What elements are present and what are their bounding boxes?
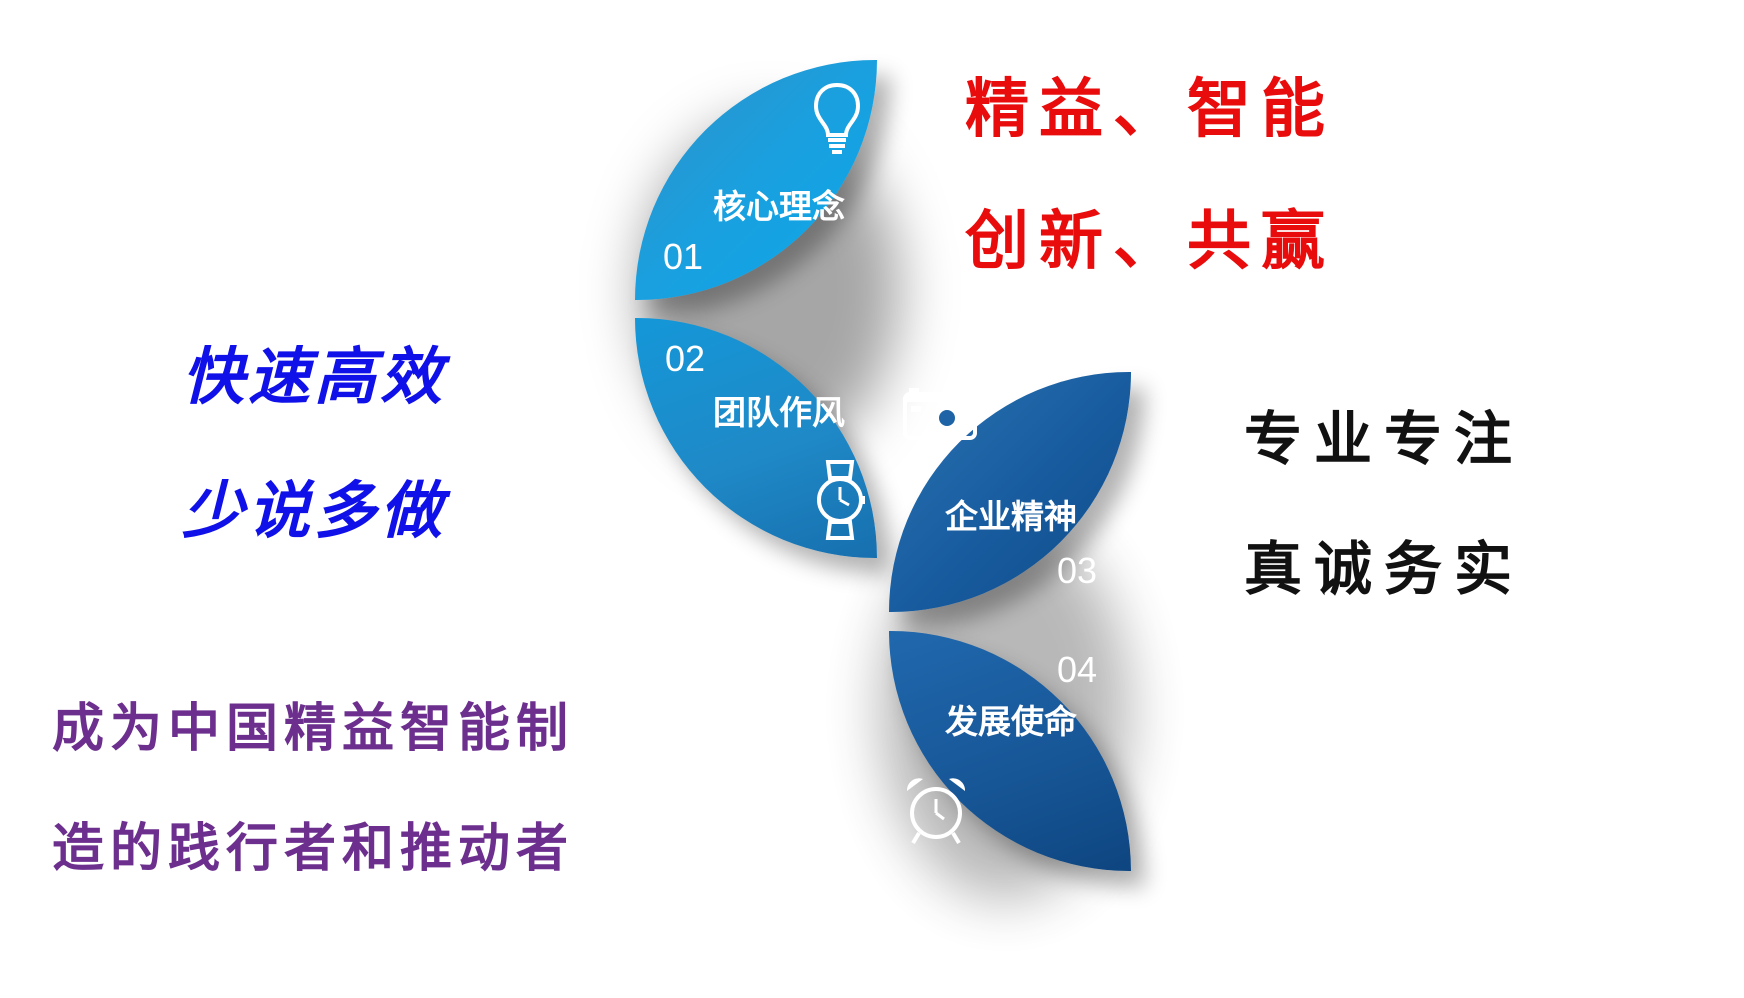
watch-icon bbox=[813, 458, 867, 546]
enterprise-spirit-card: 企业精神 03 bbox=[889, 372, 1131, 612]
development-mission-slogan-line2: 造的践行者和推动者 bbox=[52, 818, 575, 879]
team-style-title: 团队作风 bbox=[713, 393, 845, 432]
core-philosophy-title: 核心理念 bbox=[713, 187, 845, 226]
enterprise-spirit-title: 企业精神 bbox=[945, 497, 1077, 536]
development-mission-title: 发展使命 bbox=[945, 702, 1077, 741]
enterprise-spirit-slogan-line1: 专业专注 bbox=[1244, 405, 1525, 473]
enterprise-spirit-slogan-line2: 真诚务实 bbox=[1244, 535, 1525, 603]
development-mission-slogan-line1: 成为中国精益智能制 bbox=[52, 698, 575, 759]
development-mission-number: 04 bbox=[1057, 649, 1098, 690]
core-philosophy-number: 01 bbox=[663, 236, 704, 277]
core-philosophy-slogan-line2: 创新、共赢 bbox=[965, 204, 1335, 279]
team-style-slogan-line1: 快速高效 bbox=[182, 340, 447, 413]
development-mission-card: 04 发展使命 bbox=[889, 631, 1131, 871]
enterprise-spirit-number: 03 bbox=[1057, 550, 1098, 591]
core-philosophy-slogan-line1: 精益、智能 bbox=[965, 72, 1335, 147]
camera-icon bbox=[903, 384, 977, 444]
alarm-clock-icon bbox=[903, 775, 969, 851]
team-style-number: 02 bbox=[665, 338, 706, 379]
lightbulb-icon bbox=[813, 82, 861, 158]
team-style-slogan-line2: 少说多做 bbox=[182, 474, 447, 547]
